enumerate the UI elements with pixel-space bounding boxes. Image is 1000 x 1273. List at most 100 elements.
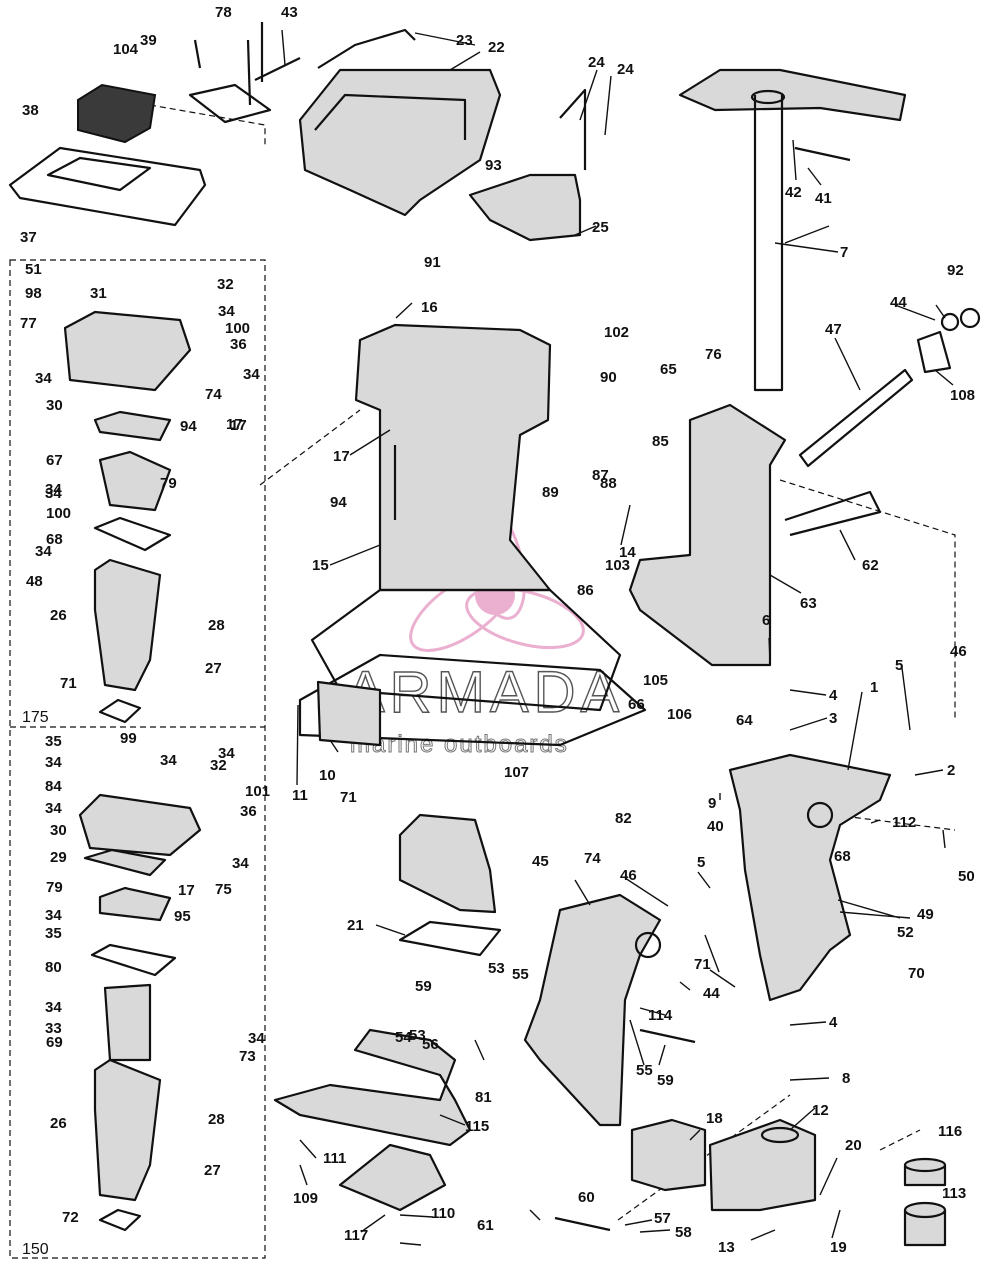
callout-59: 59 (657, 1072, 674, 1089)
callout-34: 34 (243, 366, 260, 383)
callout-37: 37 (20, 229, 37, 246)
callout-113: 113 (942, 1185, 966, 1202)
callout-85: 85 (652, 433, 669, 450)
callout-9: 9 (708, 795, 716, 812)
callout-74: 74 (205, 386, 222, 403)
callout-75: 75 (215, 881, 232, 898)
callout-54: 54 (395, 1029, 412, 1046)
callout-34: 34 (45, 485, 62, 502)
callout-24: 24 (617, 61, 634, 78)
callout-56: 56 (422, 1036, 439, 1053)
callout-95: 95 (174, 908, 191, 925)
callout-34: 34 (35, 543, 52, 560)
callout-29: 29 (50, 849, 67, 866)
callout-44: 44 (890, 294, 907, 311)
callout-33: 33 (45, 1020, 62, 1037)
part-91-nut (959, 307, 981, 329)
callout-65: 65 (660, 361, 677, 378)
callout-90: 90 (600, 369, 617, 386)
part-15-exhaust-housing (310, 323, 622, 712)
callout-5: 5 (697, 854, 705, 871)
callout-30: 30 (50, 822, 67, 839)
callout-34: 34 (45, 754, 62, 771)
callout-49: 49 (917, 906, 934, 923)
callout-8: 8 (842, 1070, 850, 1087)
callout-28: 28 (208, 617, 225, 634)
callout-58: 58 (675, 1224, 692, 1241)
callout-34: 34 (45, 907, 62, 924)
callout-22: 22 (488, 39, 505, 56)
part-61-rod (784, 490, 882, 537)
callout-74: 74 (584, 850, 601, 867)
callout-106: 106 (667, 706, 692, 723)
callout-81: 81 (475, 1089, 492, 1106)
part-116-plate (338, 1143, 447, 1212)
callout-53: 53 (409, 1027, 426, 1044)
callout-34: 34 (35, 370, 52, 387)
section-label-150: 150 (22, 1241, 49, 1258)
callout-112: 112 (892, 814, 916, 831)
callout-34: 34 (160, 752, 177, 769)
callout-82: 82 (615, 810, 632, 827)
callout-42: 42 (785, 184, 802, 201)
callout-103: 103 (605, 557, 630, 574)
callout-94: 94 (330, 494, 347, 511)
callout-1: 1 (870, 679, 878, 696)
callout-10: 10 (319, 767, 336, 784)
callout-105: 105 (643, 672, 668, 689)
part-59-bolt-upper (639, 1028, 696, 1044)
callout-57: 57 (654, 1210, 671, 1227)
callout-34: 34 (45, 999, 62, 1016)
callout-20: 20 (845, 1137, 862, 1154)
callout-21: 21 (347, 917, 364, 934)
leader-lines (281, 29, 954, 1246)
part-21-gasket (398, 920, 502, 957)
part-47-tube (798, 368, 914, 468)
callout-71: 71 (340, 789, 357, 806)
callout-68: 68 (46, 531, 63, 548)
callout-104: 104 (113, 41, 139, 58)
part-106-seal (298, 653, 647, 747)
part-25-side-cover (468, 88, 587, 242)
callout-36: 36 (240, 803, 257, 820)
callout-14: 14 (619, 544, 636, 561)
callout-34: 34 (218, 303, 235, 320)
callout-117: 117 (344, 1227, 368, 1244)
callout-71: 71 (694, 956, 711, 973)
callout-28: 28 (208, 1111, 225, 1128)
callout-100: 100 (225, 320, 250, 337)
part-22-lower-cover (298, 68, 502, 217)
callout-35: 35 (45, 925, 62, 942)
callout-111: 111 (323, 1150, 346, 1167)
callout-52: 52 (897, 924, 914, 941)
callout-94: 94 (180, 418, 197, 435)
part-7-steering-shaft (678, 68, 907, 392)
callout-110: 110 (431, 1205, 455, 1222)
part-38-module (77, 83, 157, 144)
callout-53: 53 (488, 960, 505, 977)
part-103-bracket (188, 22, 272, 124)
part-67-exhaust-tube (398, 813, 497, 914)
callout-6: 6 (762, 612, 770, 629)
callout-34: 34 (232, 855, 249, 872)
part-115-mount (903, 1157, 947, 1187)
part-59-bolt-lower (554, 1216, 611, 1232)
part-12-housing (708, 1118, 817, 1212)
callout-100: 100 (46, 505, 71, 522)
part-114-plate (273, 1028, 472, 1147)
callout-34: 34 (218, 745, 235, 762)
left-detail-box: 175 150 (9, 259, 266, 1259)
callout-107: 107 (504, 764, 529, 781)
callout-labels: 1234455678910111213141516171717171819202… (20, 4, 975, 1256)
callout-23: 23 (456, 32, 473, 49)
part-23-latch (317, 28, 416, 69)
callout-79: 79 (160, 475, 177, 492)
callout-4: 4 (829, 687, 838, 704)
callout-34: 34 (248, 1030, 265, 1047)
callout-69: 69 (46, 1034, 63, 1051)
part-1-stern-bracket (728, 753, 892, 1002)
left-box-parts (63, 310, 202, 1232)
callout-11: 11 (292, 787, 308, 804)
callout-115: 115 (465, 1118, 489, 1135)
callout-61: 61 (477, 1217, 494, 1234)
